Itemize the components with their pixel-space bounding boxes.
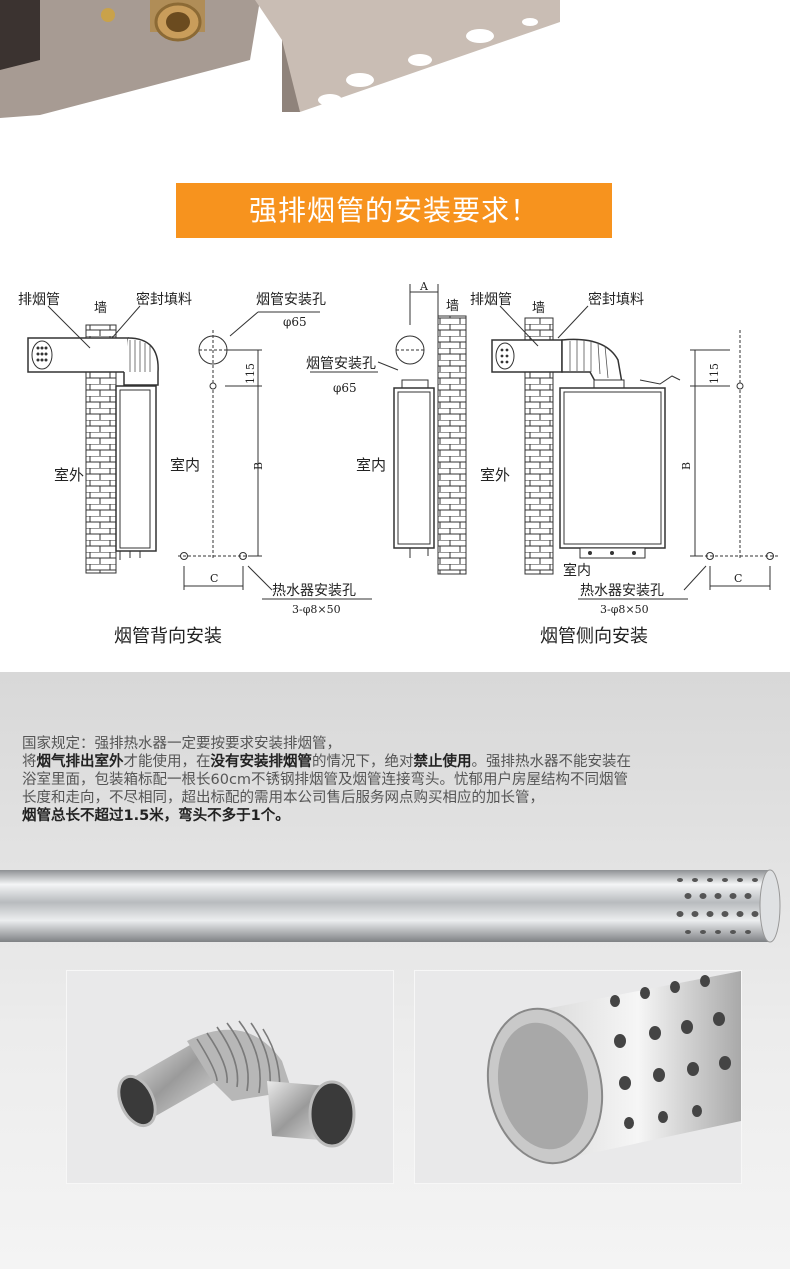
label-wall-side: 墙 xyxy=(446,299,459,314)
label-heater-hole: 热水器安装孔 xyxy=(272,583,356,599)
label-heater-hole-spec: 3-φ8×50 xyxy=(292,603,341,616)
notice-text: 。强排热水器不能安装在 xyxy=(471,754,632,770)
notice-line-5: 烟管总长不超过1.5米，弯头不多于1个。 xyxy=(22,807,782,825)
label-flue-hole-side: 烟管安装孔 xyxy=(306,356,376,372)
elbow-pipe-icon xyxy=(117,1020,356,1148)
notice-emphasis: 没有安装排烟管 xyxy=(210,754,313,770)
installation-diagrams: 排烟管 墙 密封填料 烟管安装孔 φ65 室外 室内 B C 115 烟管背向安… xyxy=(18,280,780,647)
diagram-side-install-right: 排烟管 墙 密封填料 室外 室内 B C 115 热水器安装孔 3-φ8×50 … xyxy=(470,291,780,647)
diagram-back-install: 排烟管 墙 密封填料 烟管安装孔 φ65 室外 室内 B C 115 烟管背向安… xyxy=(18,291,326,647)
notice-emphasis: 烟管总长不超过1.5米，弯头不多于1个。 xyxy=(22,808,290,824)
notice-line-3: 浴室里面，包装箱标配一根长60cm不锈钢排烟管及烟管连接弯头。忧郁用户房屋结构不… xyxy=(22,772,629,788)
heater-hole-label: 热水器安装孔 3-φ8×50 xyxy=(262,583,372,616)
notice-line-4: 长度和走向，不尽相同，超出标配的需用本公司售后服务网点购买相应的加长管， xyxy=(22,790,544,806)
label-outdoor-right: 室外 xyxy=(480,466,510,484)
notice-text: 将 xyxy=(22,754,37,770)
notice-emphasis: 烟气排出室外 xyxy=(36,754,124,770)
label-heater-hole-spec-right: 3-φ8×50 xyxy=(600,603,649,616)
regulation-notice: 国家规定：强排热水器一定要按要求安装排烟管， 将烟气排出室外才能使用，在没有安装… xyxy=(22,735,782,825)
section-title-banner: 强排烟管的安装要求！ xyxy=(176,183,612,238)
caption-side-install: 烟管侧向安装 xyxy=(540,626,648,647)
label-wall: 墙 xyxy=(94,301,107,316)
dim-115: 115 xyxy=(244,363,257,384)
label-indoor-side: 室内 xyxy=(356,456,386,474)
dim-c-right: C xyxy=(734,572,742,585)
notice-text: 才能使用，在 xyxy=(123,754,211,770)
label-seal-filler-right: 密封填料 xyxy=(588,291,644,308)
label-indoor: 室内 xyxy=(170,456,200,474)
flue-pipe-photo xyxy=(0,869,781,943)
dim-b-right: B xyxy=(680,462,693,470)
dim-b: B xyxy=(252,462,265,470)
label-hole-diameter: φ65 xyxy=(283,315,307,329)
dim-a: A xyxy=(419,280,429,293)
notice-line-2: 将烟气排出室外才能使用，在没有安装排烟管的情况下，绝对禁止使用。强排热水器不能安… xyxy=(22,753,782,771)
dim-115-right: 115 xyxy=(708,363,721,384)
heater-bracket-photo xyxy=(0,0,790,140)
elbow-photo xyxy=(66,970,394,1184)
diagram-side-install: A 墙 烟管安装孔 φ65 室内 xyxy=(306,280,467,575)
notice-line-1: 国家规定：强排热水器一定要按要求安装排烟管， xyxy=(22,736,341,752)
label-hole-diameter-side: φ65 xyxy=(333,381,357,395)
dim-c: C xyxy=(210,572,218,585)
label-flue-pipe: 排烟管 xyxy=(18,292,60,308)
label-outdoor: 室外 xyxy=(54,466,84,484)
caption-back-install: 烟管背向安装 xyxy=(114,626,222,647)
label-flue-hole: 烟管安装孔 xyxy=(256,292,326,308)
notice-emphasis: 禁止使用 xyxy=(413,754,472,770)
label-heater-hole-right: 热水器安装孔 xyxy=(580,583,664,599)
perforated-pipe-end-icon xyxy=(486,971,741,1165)
label-seal-filler: 密封填料 xyxy=(136,291,192,308)
label-flue-pipe-right: 排烟管 xyxy=(470,292,512,308)
label-wall-right: 墙 xyxy=(532,301,545,316)
notice-text: 的情况下，绝对 xyxy=(312,754,414,770)
label-indoor-right: 室内 xyxy=(563,562,591,579)
pipe-end-photo xyxy=(414,970,742,1184)
